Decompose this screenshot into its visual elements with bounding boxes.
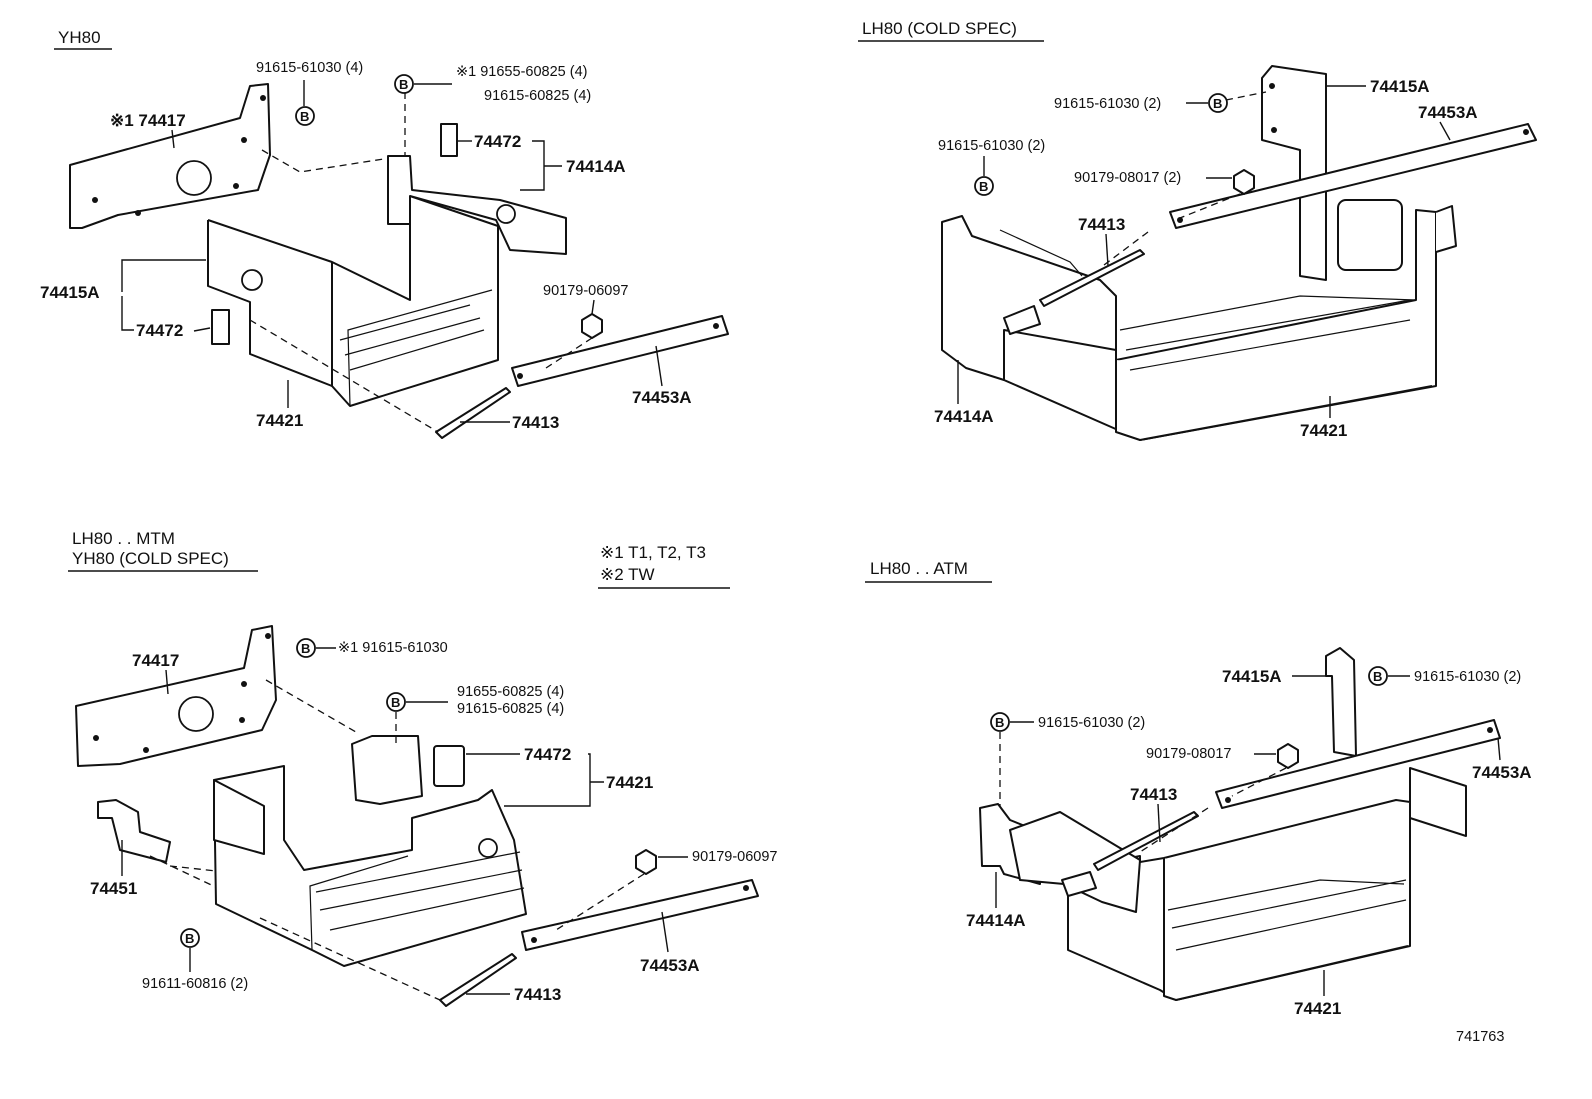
section-lh80-cold: LH80 (COLD SPEC) B B [858, 19, 1537, 441]
section-title-lh80-cold: LH80 (COLD SPEC) [862, 19, 1017, 38]
bracket-74417-mtm [75, 625, 277, 767]
label-74472-mtm: 74472 [524, 745, 571, 764]
bolt-symbol-3: B [1208, 93, 1228, 113]
label-74421-mtm: 74421 [606, 773, 653, 792]
clamp-74453A-cold [1169, 123, 1537, 229]
label-90179-06097-mtm: 90179-06097 [692, 849, 777, 865]
label-91615-61030-a: 91615-61030 (2) [1054, 96, 1161, 112]
bolt-symbol-1: B [295, 106, 315, 126]
bracket-74451 [97, 799, 171, 863]
label-74417-mtm: 74417 [132, 651, 179, 670]
label-91655-60825: ※1 91655-60825 (4) [456, 64, 587, 80]
label-74413: 74413 [512, 413, 559, 432]
label-91615-61030-atm-a: 91615-61030 (2) [1414, 669, 1521, 685]
label-74414A-atm: 74414A [966, 911, 1026, 930]
svg-text:B: B [185, 931, 194, 946]
label-91611-60816: 91611-60816 (2) [142, 976, 248, 992]
label-90179-08017-cold: 90179-08017 (2) [1074, 170, 1181, 186]
label-74415A-cold: 74415A [1370, 77, 1430, 96]
label-74413-cold: 74413 [1078, 215, 1125, 234]
label-90179-08017-atm: 90179-08017 [1146, 746, 1231, 762]
pad-74472-left [211, 309, 230, 345]
bracket-74417 [69, 83, 271, 229]
pad-74472-mtm [433, 745, 465, 787]
section-title-yh80: YH80 [58, 28, 101, 47]
bolt-symbol-8: B [1368, 666, 1388, 686]
bolt-symbol-4: B [974, 176, 994, 196]
rod-74413-atm [1093, 811, 1199, 871]
nut-90179-mtm [635, 849, 657, 875]
note-2: ※2 TW [600, 565, 655, 584]
label-74453A-mtm: 74453A [640, 956, 700, 975]
label-74472-top: 74472 [474, 132, 521, 151]
svg-text:B: B [301, 641, 310, 656]
svg-text:B: B [1213, 96, 1222, 111]
label-91615-61030-b: 91615-61030 (2) [938, 138, 1045, 154]
bracket-74415A-atm [1325, 647, 1357, 757]
label-91615-61030-mtm: ※1 91615-61030 [338, 640, 448, 656]
bracket-74414A [387, 155, 567, 255]
label-74451: 74451 [90, 879, 137, 898]
svg-text:B: B [399, 77, 408, 92]
tray-74421-mtm [213, 765, 527, 967]
nut-90179-cold [1233, 169, 1255, 195]
section-lh80-mtm: LH80 . . MTM YH80 (COLD SPEC) ※1 T1, T2,… [68, 529, 777, 1007]
note-1: ※1 T1, T2, T3 [600, 543, 706, 562]
label-91615-61030-atm-b: 91615-61030 (2) [1038, 715, 1145, 731]
section-title-lh80-mtm: LH80 . . MTM [72, 529, 175, 548]
label-91615-60825-mtm: 91615-60825 (4) [457, 701, 564, 717]
figure-number: 741763 [1456, 1029, 1504, 1045]
bolt-symbol-9: B [990, 712, 1010, 732]
label-91655-60825-mtm: 91655-60825 (4) [457, 684, 564, 700]
svg-text:B: B [979, 179, 988, 194]
tray-74421 [207, 195, 499, 407]
section-yh80: YH80 B [40, 28, 729, 439]
clamp-74453A [511, 315, 729, 387]
nut-90179 [581, 313, 603, 339]
pad-74472-top [440, 123, 458, 157]
svg-text:B: B [995, 715, 1004, 730]
label-74414A-cold: 74414A [934, 407, 994, 426]
label-91615-61030: 91615-61030 (4) [256, 60, 363, 76]
label-74421-atm: 74421 [1294, 999, 1341, 1018]
bolt-symbol-5: B [296, 638, 316, 658]
bolt-symbol-6: B [386, 692, 406, 712]
section-lh80-atm: LH80 . . ATM B B 74415A [865, 559, 1532, 1018]
svg-text:B: B [300, 109, 309, 124]
label-74413-atm: 74413 [1130, 785, 1177, 804]
clamp-74453A-atm [1215, 719, 1501, 809]
bracket-74415A [1261, 65, 1327, 281]
bolt-symbol-2: B [394, 74, 414, 94]
label-74421-cold: 74421 [1300, 421, 1347, 440]
rod-74413 [435, 387, 511, 439]
svg-text:B: B [391, 695, 400, 710]
bolt-symbol-7: B [180, 928, 200, 948]
label-74415A-atm: 74415A [1222, 667, 1282, 686]
rod-74413-cold [1039, 249, 1145, 307]
label-74472-left: 74472 [136, 321, 183, 340]
label-74415A: 74415A [40, 283, 100, 302]
nut-90179-atm [1277, 743, 1299, 769]
label-74453A-atm: 74453A [1472, 763, 1532, 782]
label-90179-06097: 90179-06097 [543, 283, 628, 299]
rod-74413-mtm [439, 953, 517, 1007]
label-74417: ※1 74417 [110, 111, 186, 130]
label-74453A: 74453A [632, 388, 692, 407]
label-74453A-cold: 74453A [1418, 103, 1478, 122]
bracket-mtm-side [351, 735, 423, 805]
section-title-yh80-cold: YH80 (COLD SPEC) [72, 549, 229, 568]
label-74413-mtm: 74413 [514, 985, 561, 1004]
label-74414A: 74414A [566, 157, 626, 176]
clamp-74453A-mtm [521, 879, 759, 951]
label-74421: 74421 [256, 411, 303, 430]
svg-text:B: B [1373, 669, 1382, 684]
label-91615-60825: 91615-60825 (4) [484, 88, 591, 104]
section-title-lh80-atm: LH80 . . ATM [870, 559, 968, 578]
